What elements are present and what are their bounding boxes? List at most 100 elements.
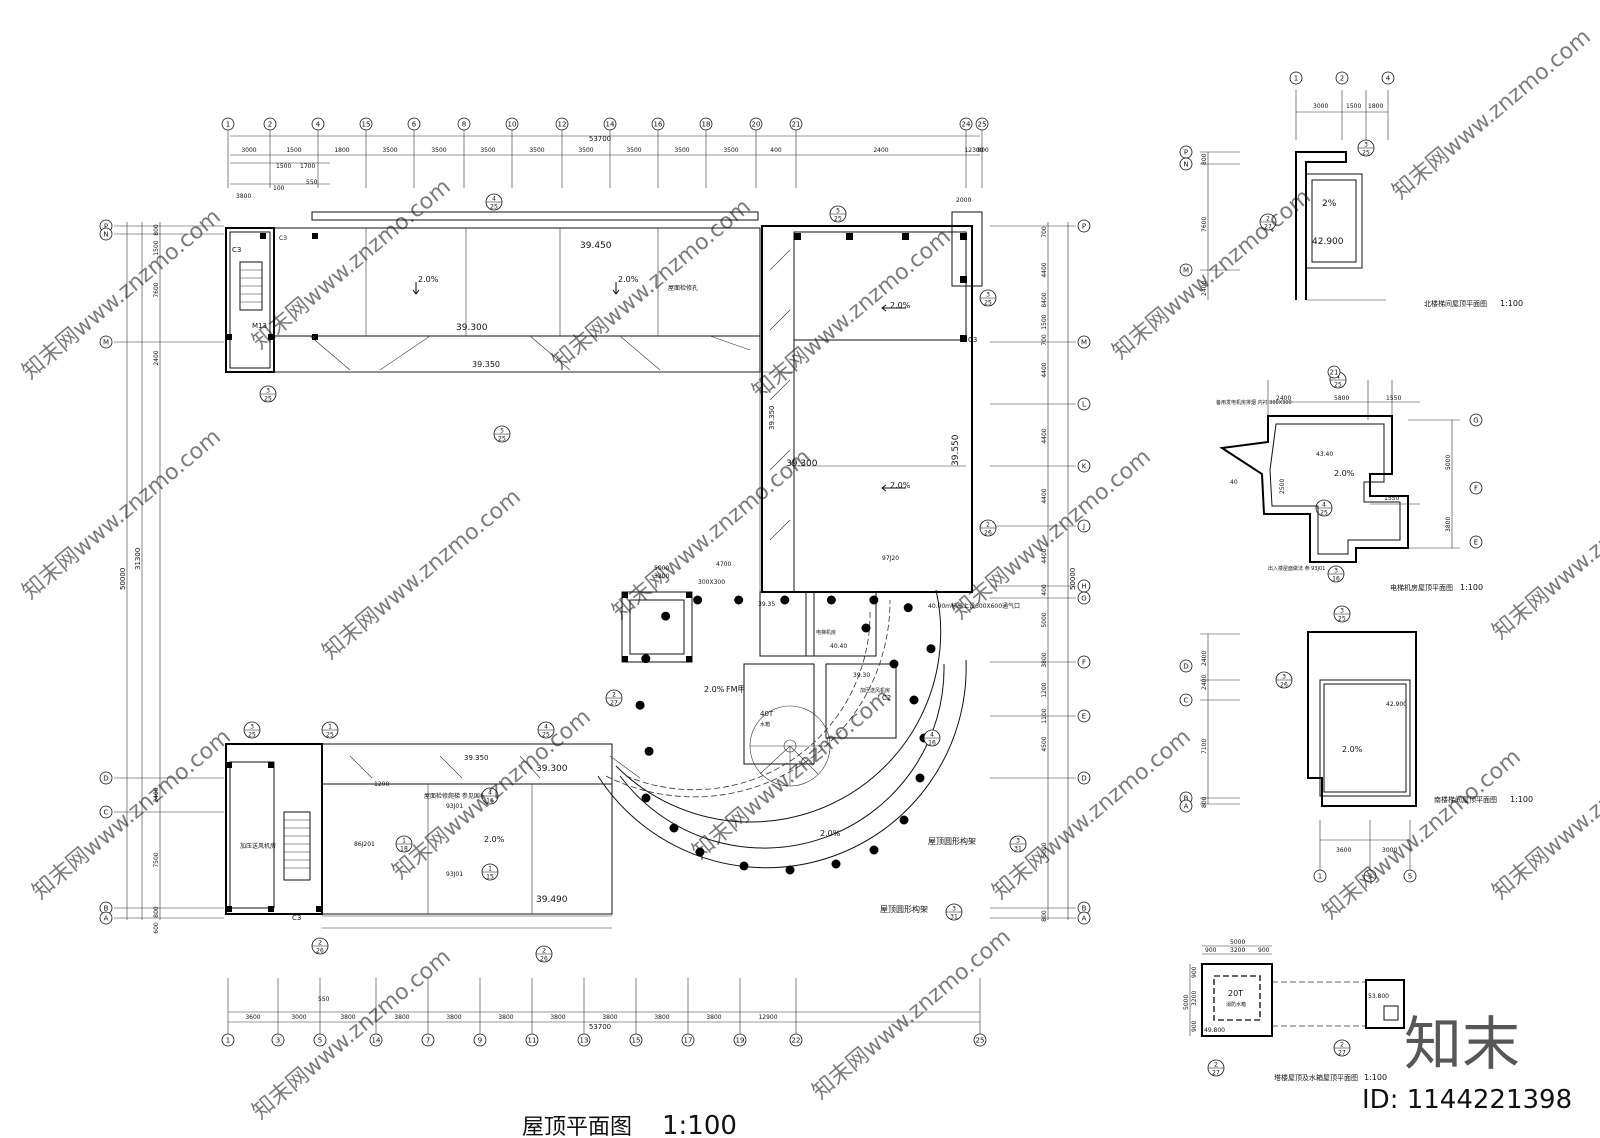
- right-dim-12: 1200: [1041, 682, 1048, 697]
- top-axis-18-label: 18: [702, 121, 711, 129]
- ss-ref-1: 325: [1333, 605, 1351, 623]
- bottom-dim-3: 3800: [394, 1014, 409, 1021]
- right-axis-A-label: A: [1082, 915, 1087, 923]
- right-axis-K: K: [1077, 459, 1091, 473]
- ref-bubble-4: 525: [493, 425, 511, 443]
- right-total-dim: 50000: [1069, 568, 1077, 590]
- rotunda-column: [909, 695, 919, 705]
- right-axis-H: H: [1077, 579, 1091, 593]
- tk-elev1: 49.800: [1204, 1027, 1225, 1034]
- er-ref-2-bottom: 25: [1320, 510, 1328, 517]
- watermark-id: ID: 1144221398: [1362, 1085, 1572, 1115]
- ss-axis-bottom-1: 3: [1363, 869, 1377, 883]
- elev-39490: 39.490: [536, 895, 568, 905]
- bottom-axis-13: 13: [577, 1033, 591, 1047]
- right-dim-10: 5000: [1041, 612, 1048, 627]
- core-fm: FM甲: [726, 685, 746, 694]
- left-dim-5: 7500: [153, 852, 160, 867]
- tk-tank-sub: 消防水箱: [1226, 1001, 1246, 1008]
- er-axis-right-2: E: [1469, 535, 1483, 549]
- top-dim-0: 3000: [241, 147, 256, 154]
- er-slope: 2.0%: [1334, 469, 1355, 478]
- ns-axis-top-0: 1: [1289, 71, 1303, 85]
- top-axis-14-label: 14: [606, 121, 615, 129]
- top-axis-21-label: 21: [792, 121, 801, 129]
- tk-dim-t4: 900: [1258, 947, 1270, 954]
- left-axis-M: M: [99, 335, 113, 349]
- left-dim-7: 600: [153, 922, 160, 934]
- tank-roof-plan: 5000 900 3200 900 5000 900 3200 900 20T …: [1183, 939, 1405, 1082]
- er-dim-r1: 5000: [1445, 455, 1452, 470]
- top-dim-11: 400: [770, 147, 782, 154]
- rotunda-column: [831, 859, 841, 869]
- tk-ref-1: 227: [1207, 1059, 1225, 1077]
- er-ref-3-top: 3: [1334, 568, 1338, 575]
- er-dim-2: 5800: [1334, 395, 1349, 402]
- ref-bubble-15: 331: [1009, 835, 1027, 853]
- ss-dim-l3: 7100: [1201, 739, 1208, 754]
- er-ref-1-top: 4: [1336, 374, 1340, 381]
- rotunda-column: [641, 654, 651, 664]
- ss-elev: 42.900: [1386, 701, 1407, 708]
- ref-bubble-6: 325: [243, 721, 261, 739]
- right-axis-G: G: [1077, 591, 1091, 605]
- er-axis-right-0-label: G: [1473, 417, 1478, 425]
- left-axis-P-label: P: [104, 223, 108, 231]
- north-c3-2: C3: [279, 235, 287, 242]
- slope-rotunda: 2.0%: [820, 829, 841, 838]
- bottom-axis-5: 5: [313, 1033, 327, 1047]
- top-axis-6: 6: [407, 117, 421, 131]
- right-axis-L-label: L: [1082, 401, 1086, 409]
- ref-bubble-6-top: 3: [250, 724, 254, 731]
- tk-elev2: 53.800: [1368, 993, 1389, 1000]
- top-dim-12: 2400: [873, 147, 888, 154]
- bottom-axis-17: 17: [681, 1033, 695, 1047]
- ss-ref-2: 326: [1275, 671, 1293, 689]
- ss-axis-bottom-2-label: 5: [1408, 873, 1412, 881]
- top-axis-25-label: 25: [978, 121, 987, 129]
- watermark-text: 知末网www.znzmo.com: [748, 224, 956, 404]
- ss-dim-l1: 2400: [1201, 651, 1208, 666]
- rotunda-columns: [635, 595, 936, 875]
- er-dim-3: 1550: [1386, 395, 1401, 402]
- ref-bubble-3: 325: [259, 385, 277, 403]
- ns-ref-2-bottom: 27: [1264, 224, 1272, 231]
- er-axis-right-2-label: E: [1474, 539, 1478, 547]
- tk-ref-2-top: 2: [1340, 1042, 1344, 1049]
- right-dims: 7004400840015007004400440044004400400500…: [1041, 226, 1048, 922]
- slope-north-2: 2.0%: [618, 275, 639, 284]
- ns-axis-left-1: N: [1179, 157, 1193, 171]
- top-dim-7: 3500: [578, 147, 593, 154]
- right-dim-4: 700: [1041, 334, 1048, 346]
- ref-bubble-0-bottom: 25: [490, 204, 498, 211]
- rotunda-column: [903, 603, 913, 613]
- bottom-axis-7: 7: [421, 1033, 435, 1047]
- ref-bubble-14-top: 2: [612, 692, 616, 699]
- main-plan-scale: 1:100: [662, 1111, 737, 1138]
- bottom-total-dim: 53700: [589, 1023, 611, 1031]
- right-dim-5: 4400: [1041, 362, 1048, 377]
- left-dim-1: 1500: [153, 240, 160, 255]
- top-axis-24-label: 24: [962, 121, 971, 129]
- bottom-sub-dim: 550: [318, 996, 330, 1003]
- right-dim-1: 4400: [1041, 262, 1048, 277]
- north-stair-c3: C3: [232, 246, 241, 254]
- left-dim-4: 2400: [153, 787, 160, 802]
- ns-axis-left-2: M: [1179, 263, 1193, 277]
- rotunda-column: [661, 611, 671, 621]
- right-axis-J: J: [1077, 519, 1091, 533]
- ss-axis-left-3: A: [1179, 799, 1193, 813]
- elev-3935: 39.35: [758, 601, 775, 608]
- south-vent-room: 加压送风机房: [240, 842, 276, 850]
- top-dim-14: 800: [977, 147, 989, 154]
- watermark-text: 知末网www.znzmo.com: [18, 204, 226, 384]
- bottom-dim-6: 3800: [550, 1014, 565, 1021]
- elev-39300-s: 39.300: [536, 764, 568, 774]
- vent-note: 40.00m标高上设600X600通气口: [928, 602, 1020, 610]
- ref-bubble-16: 331: [945, 903, 963, 921]
- top-dim-5: 3500: [480, 147, 495, 154]
- ref-bubble-3-bottom: 25: [264, 396, 272, 403]
